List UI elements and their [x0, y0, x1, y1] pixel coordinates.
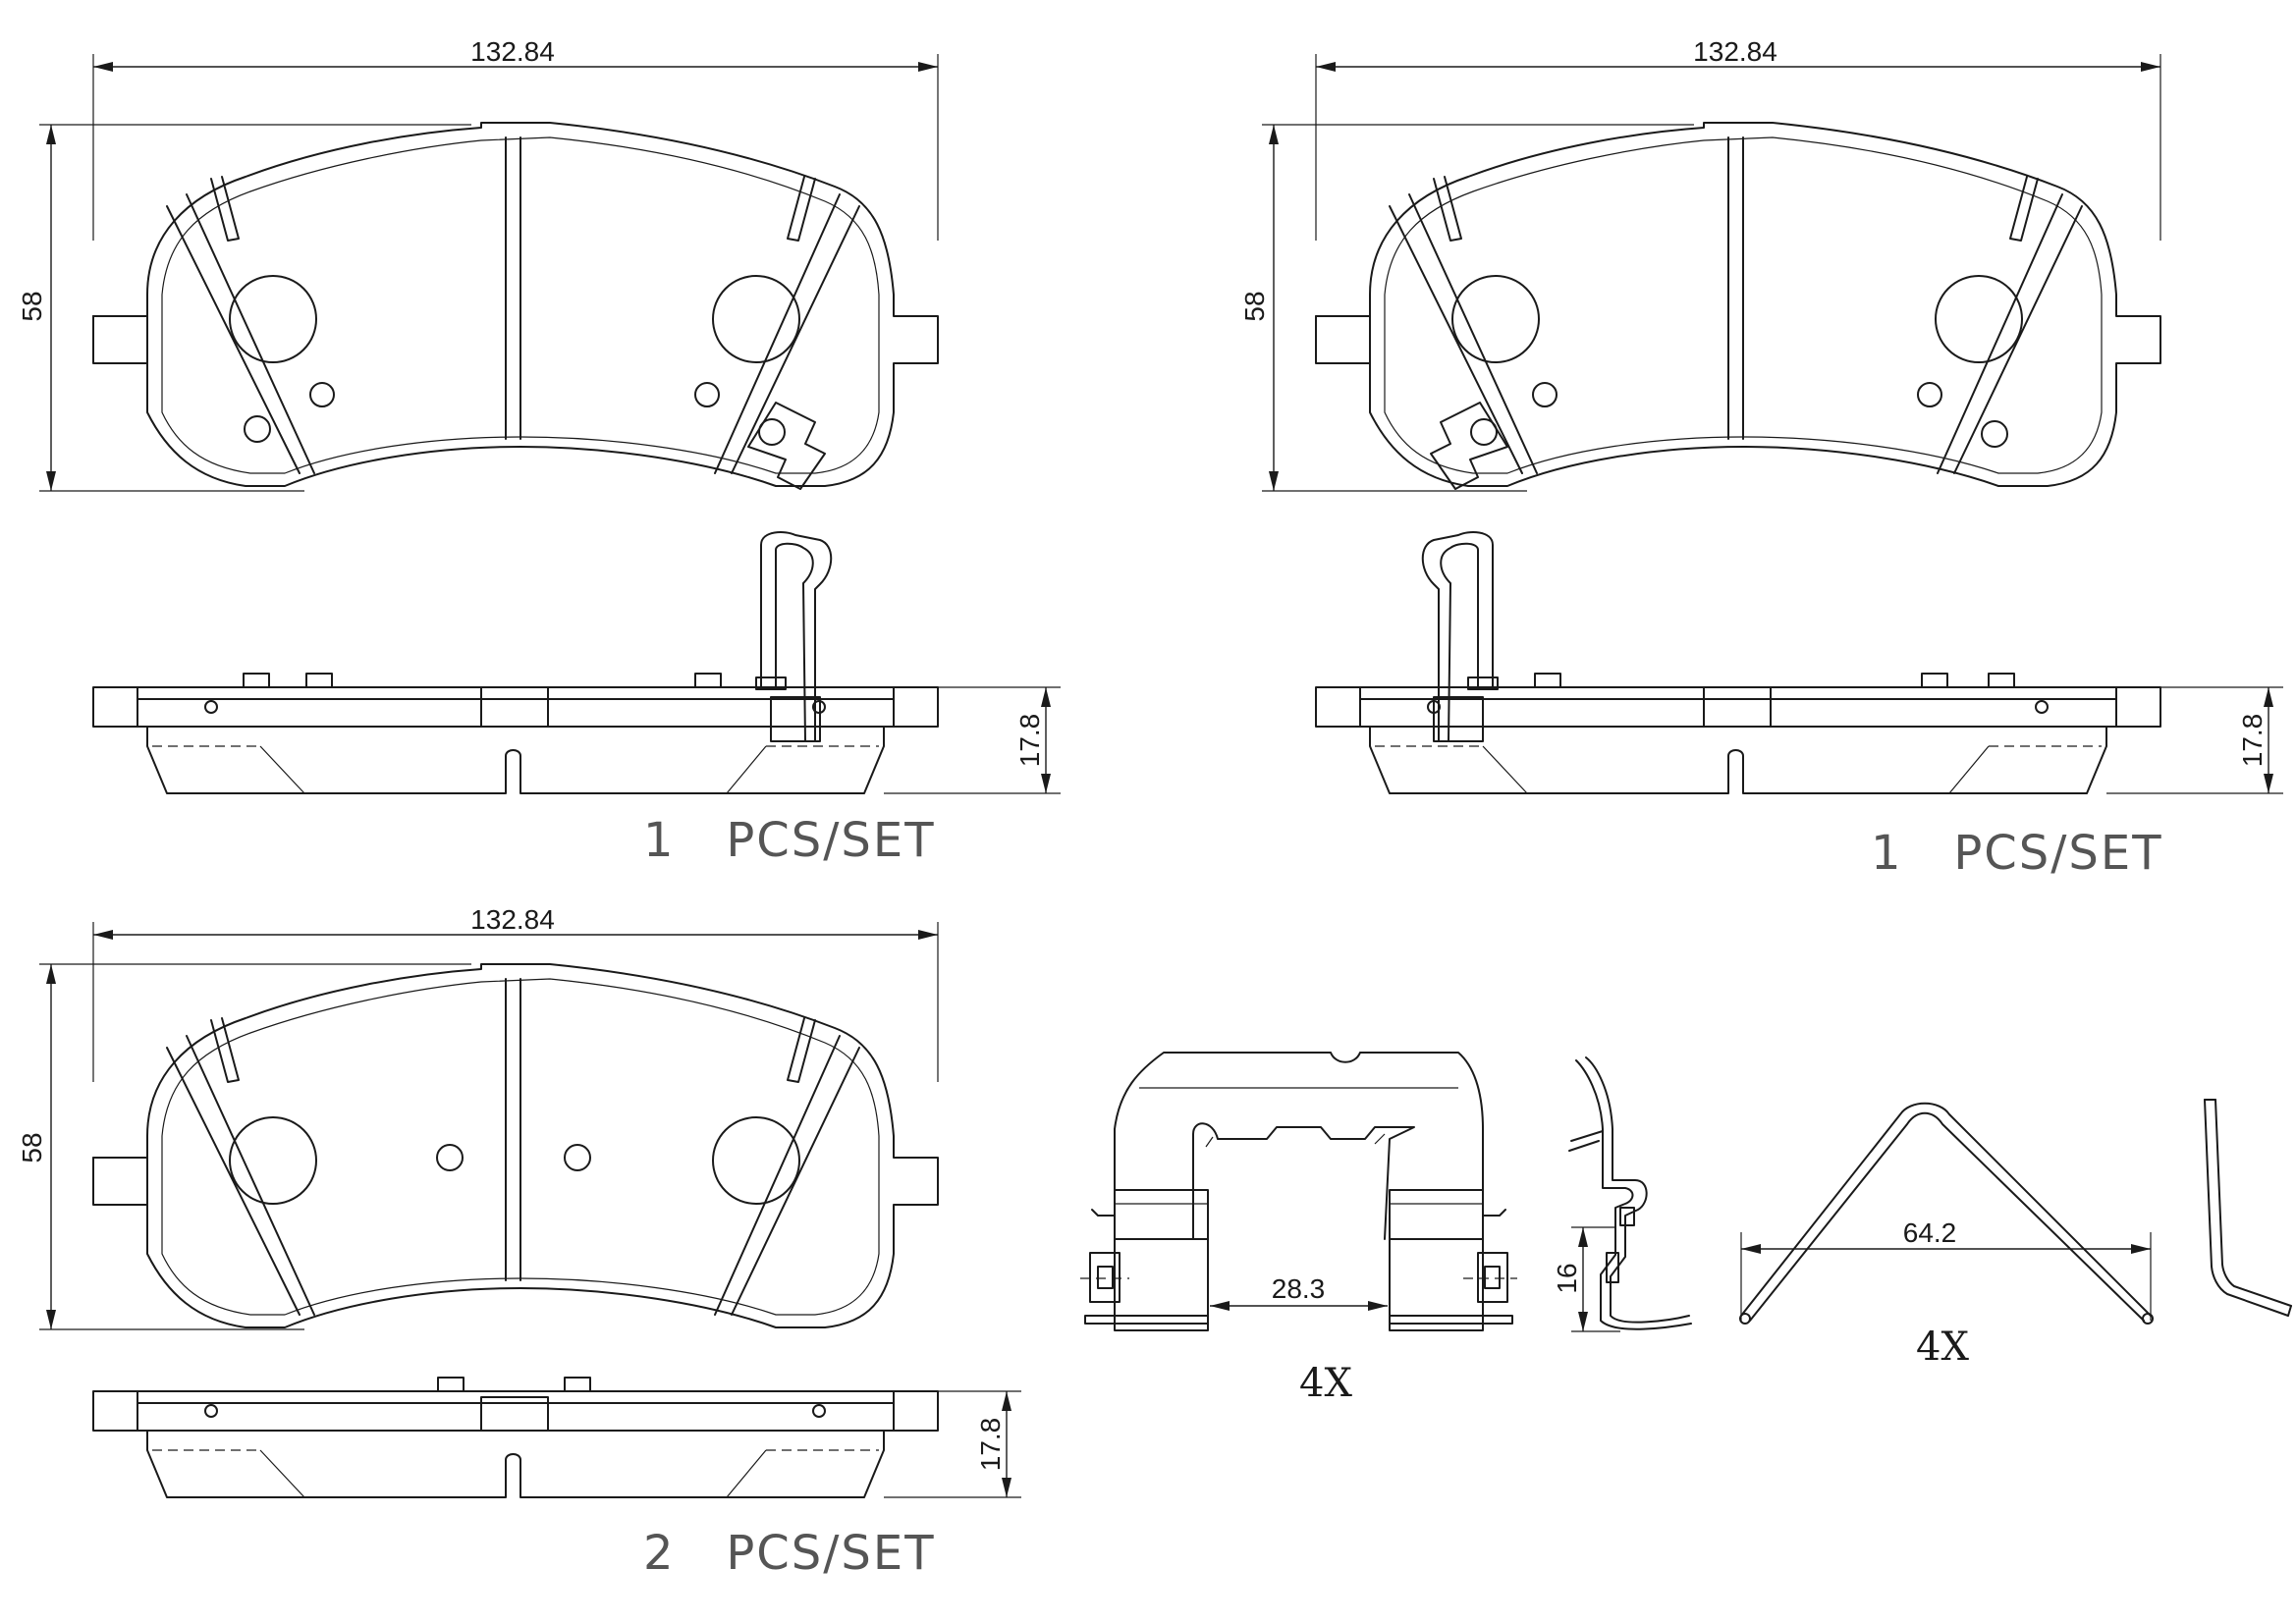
height-dimension: 58	[17, 1132, 47, 1163]
clip-side-view: 16	[1552, 1056, 1692, 1332]
pad-top-left-side-view: 17.8	[92, 531, 1061, 794]
pad-bottom-left-front-view: 132.84 58	[17, 904, 939, 1330]
pad-top-right-side-view: 17.8	[1315, 531, 2283, 794]
height-dimension: 58	[1239, 291, 1270, 321]
span-dimension: 64.2	[1903, 1217, 1957, 1248]
pad-top-left-front-view: 132.84 58	[17, 36, 939, 492]
spacing-dimension: 28.3	[1272, 1273, 1326, 1304]
width-dimension: 132.84	[1693, 36, 1777, 67]
thickness-dimension: 17.8	[1014, 714, 1045, 768]
abutment-clip-drawing: 28.3	[1080, 1052, 1517, 1331]
spring-side-view	[2204, 1099, 2292, 1317]
height-dimension: 58	[17, 291, 47, 321]
thickness-dimension: 17.8	[2237, 714, 2268, 768]
quantity-label-top-left: 1 PCS/SET	[643, 813, 936, 868]
pad-bottom-left-side-view: 17.8	[92, 1377, 1021, 1498]
thickness-dimension: 17.8	[975, 1418, 1006, 1472]
quantity-label-top-right: 1 PCS/SET	[1871, 826, 2163, 881]
side-height-dimension: 16	[1552, 1263, 1582, 1293]
quantity-label-bottom-left: 2 PCS/SET	[643, 1526, 936, 1581]
pad-top-right-front-view: 132.84 58	[1239, 36, 2161, 492]
clip-quantity-label: 4X	[1299, 1361, 1352, 1406]
width-dimension: 132.84	[470, 904, 555, 935]
anti-rattle-spring-drawing: 64.2	[1739, 1102, 2154, 1325]
width-dimension: 132.84	[470, 36, 555, 67]
spring-quantity-label: 4X	[1916, 1325, 1969, 1370]
